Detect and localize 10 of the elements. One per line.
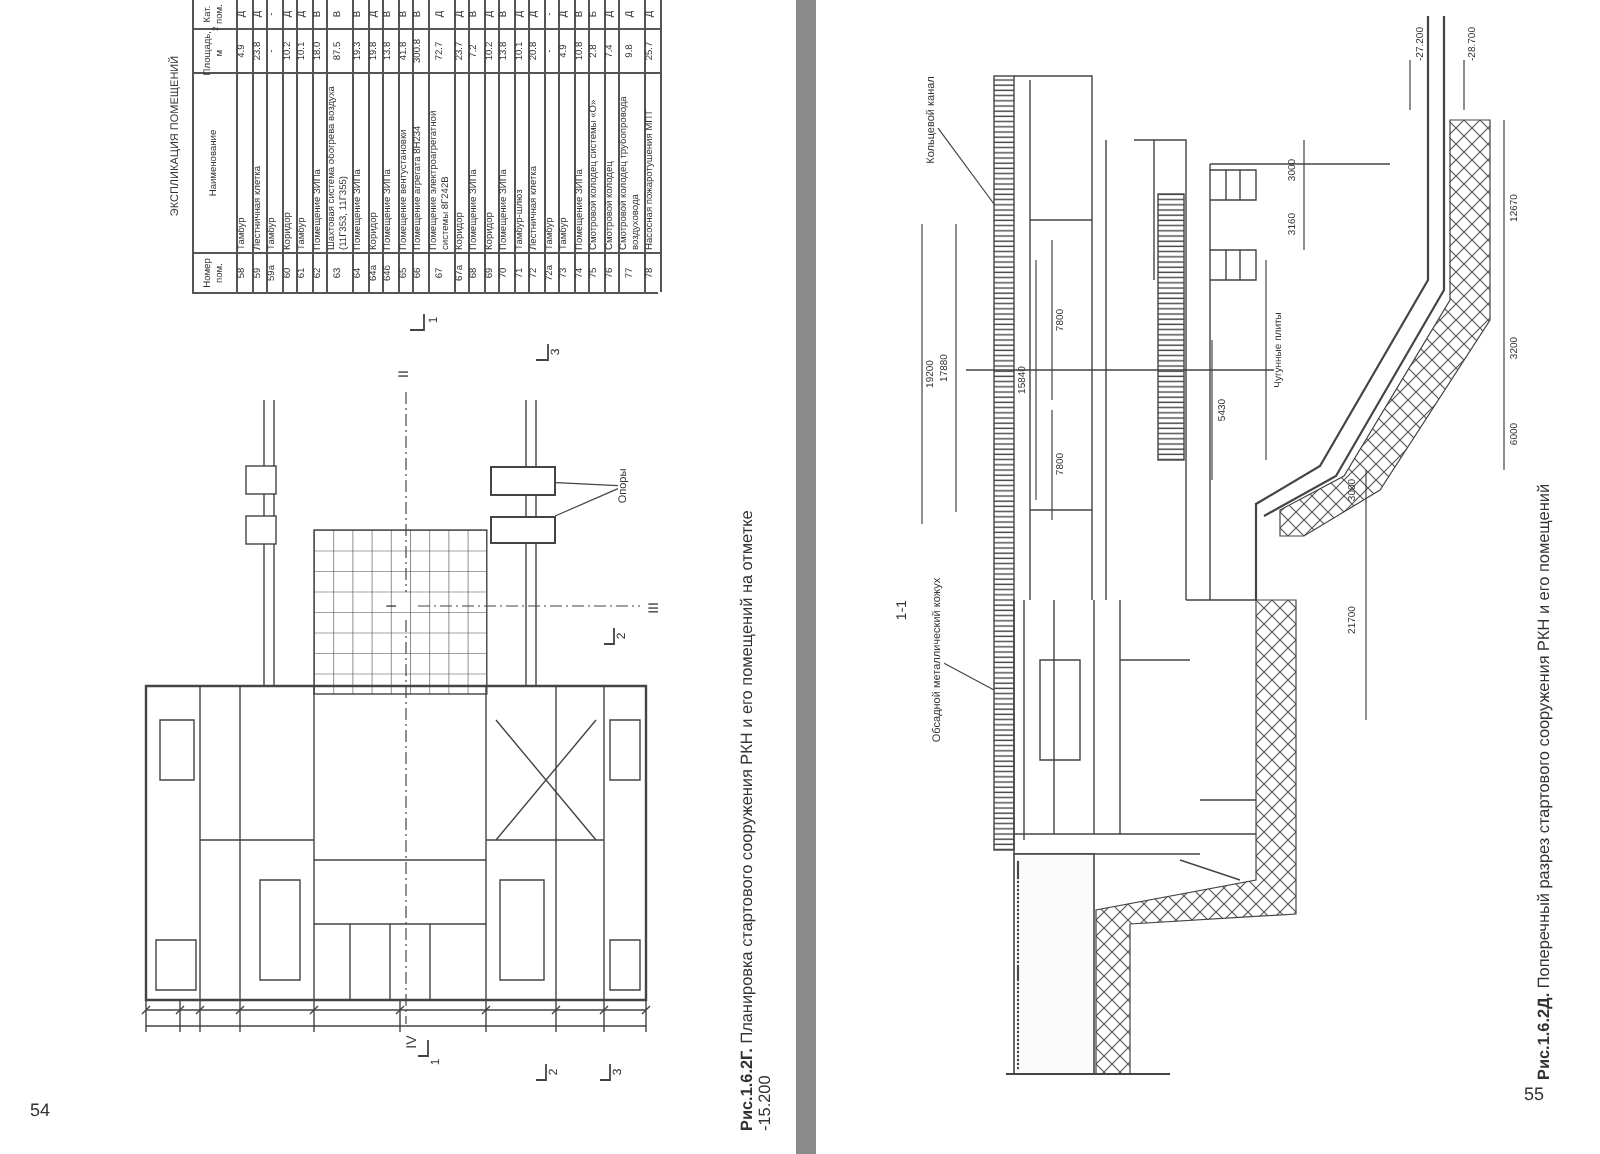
- pillar: [490, 466, 556, 496]
- leader-line: [937, 127, 995, 205]
- page-number: 55: [1524, 1086, 1544, 1106]
- page-number: 54: [30, 1102, 50, 1122]
- leader-line: [555, 482, 619, 487]
- leader-line: [554, 488, 619, 517]
- figure-caption: Рис.1.6.2Г. Планировка стартового сооружения РКН и его помещений на отметке -15.200: [737, 508, 775, 1131]
- leader-line: [943, 662, 995, 691]
- figure-caption: Рис.1.6.2Д. Поперечный разрез стартового сооружения РКН и его помещений: [1535, 481, 1553, 1080]
- pillar: [490, 516, 556, 544]
